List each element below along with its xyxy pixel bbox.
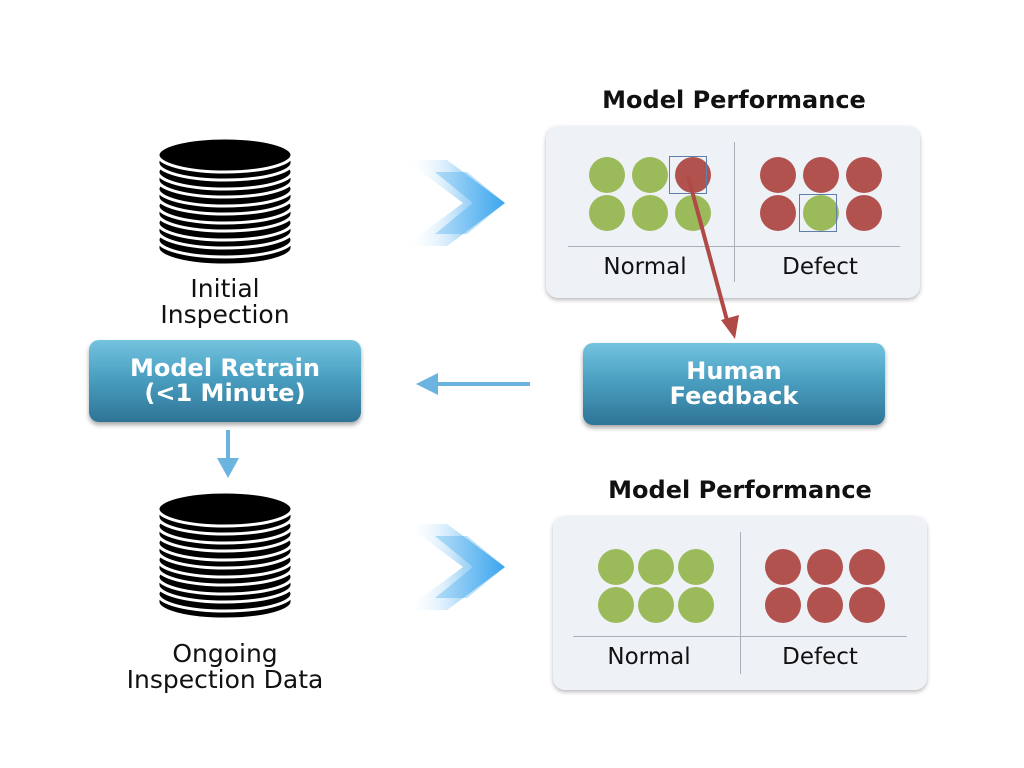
sample-defect-dot [846,195,882,231]
defect-column-label: Defect [782,254,858,280]
down-arrow-icon [217,430,239,478]
column-divider [734,142,735,282]
normal-column-label: Normal [603,254,687,280]
sample-defect-dot [849,587,885,623]
initial-inspection-label: Initial Inspection [160,274,290,329]
sample-normal-dot [632,157,668,193]
sample-normal-dot [632,195,668,231]
normal-column-label: Normal [607,644,691,670]
sample-normal-dot [638,587,674,623]
row-divider [573,636,907,637]
sample-normal-dot [598,549,634,585]
sample-defect-dot [760,157,796,193]
model-performance-panel: Normal Defect [553,516,927,690]
defect-column-label: Defect [782,644,858,670]
sample-defect-dot [846,157,882,193]
column-divider [740,532,741,674]
feedback-arrow [686,175,739,339]
sample-normal-dot [638,549,674,585]
ongoing-database-icon [156,490,294,621]
sample-normal-dot [678,549,714,585]
sample-defect-dot [849,549,885,585]
sample-defect-dot [807,587,843,623]
sample-normal-dot [589,157,625,193]
row-divider [568,246,900,247]
left-arrow-icon [416,373,530,395]
initial-database-icon [156,136,294,267]
ongoing-inspection-label: Ongoing Inspection Data [126,639,324,694]
sample-defect-dot [803,157,839,193]
model-performance-title: Model Performance [602,86,866,114]
sample-normal-dot [598,587,634,623]
sample-normal-dot [589,195,625,231]
sample-defect-dot [765,549,801,585]
sample-normal-dot [678,587,714,623]
misclassification-highlight [799,194,837,232]
human-feedback-box: Human Feedback [583,343,885,425]
model-performance-title: Model Performance [608,476,872,504]
model-performance-panel: Normal Defect [546,126,920,298]
sample-defect-dot [760,195,796,231]
misclassification-highlight [669,156,707,194]
flow-chevron-icon [405,524,505,610]
sample-defect-dot [807,549,843,585]
flow-chevron-icon [405,160,505,246]
model-retrain-box: Model Retrain (<1 Minute) [89,340,361,422]
sample-normal-dot [803,195,839,231]
sample-defect-dot [765,587,801,623]
